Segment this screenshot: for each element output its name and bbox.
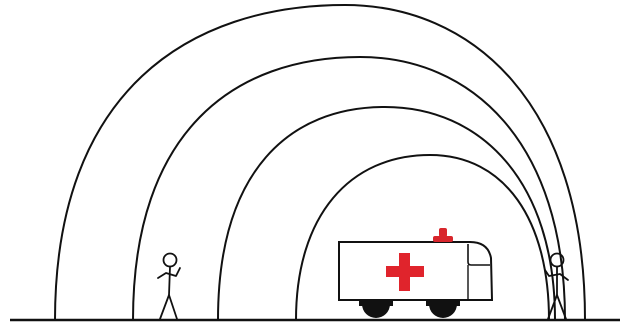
person-icon-left (158, 254, 180, 320)
siren-light-icon (433, 228, 453, 242)
sound-wavefronts (55, 5, 585, 320)
ambulance-wheels (359, 300, 460, 318)
ambulance-icon (339, 228, 492, 318)
